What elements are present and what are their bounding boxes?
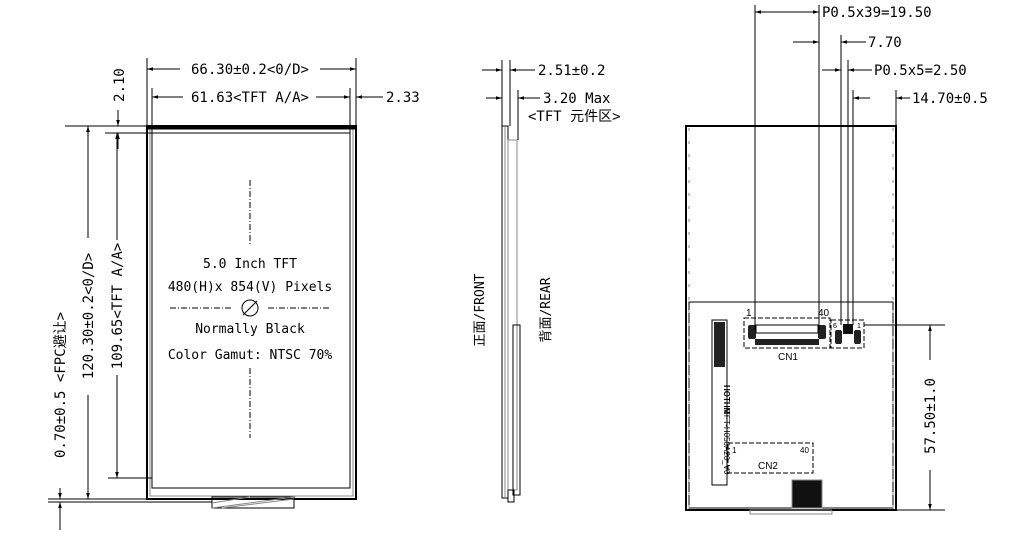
- dim-max-note: <TFT 元件区>: [528, 109, 621, 125]
- cn1-pin-last: 40: [818, 308, 830, 319]
- dim-outline-width: 66.30±0.2<0/D>: [191, 62, 309, 78]
- pcb-board: [688, 301, 894, 509]
- front-view: 5.0 Inch TFT 480(H)x 854(V) Pixels Norma…: [48, 58, 420, 530]
- dim-outline-height: 120.30±0.2<0/D>: [81, 253, 97, 379]
- cn2-pin-first: 1: [732, 446, 737, 455]
- rear-label: 背面/REAR: [539, 277, 554, 342]
- dim-fpc-clearance: 0.70±0.5 <FPC避让>: [53, 312, 69, 458]
- cn1-pin-first: 1: [746, 308, 752, 319]
- side-view: 2.51±0.2 3.20 Max <TFT 元件区> 正面/FRONT 背面/…: [473, 60, 621, 503]
- cn2-connector: 1 40 CN2: [727, 442, 814, 474]
- spec-size: 5.0 Inch TFT: [203, 257, 297, 272]
- dim-right-offset: 14.70±0.5: [912, 91, 988, 107]
- cn1-label: CN1: [778, 352, 798, 363]
- cn2-pin-last: 40: [800, 446, 809, 455]
- dim-thickness: 2.51±0.2: [538, 63, 605, 79]
- dim-right-margin: 2.33: [386, 90, 420, 106]
- panel-outline: [146, 125, 357, 500]
- dim-cn1-pitch: P0.5x39=19.50: [822, 5, 932, 21]
- small-connector: 6 1: [830, 319, 865, 349]
- center-mark: [170, 180, 330, 438]
- front-label: 正面/FRONT: [473, 273, 488, 346]
- spec-gamut: Color Gamut: NTSC 70%: [168, 348, 333, 363]
- dim-offset-770: 7.70: [868, 35, 902, 51]
- small-conn-pin-last: 1: [857, 323, 861, 330]
- model-label: TFT-H050A26_V0: [722, 410, 731, 475]
- brand-label: HOTHM: [722, 385, 731, 415]
- cn1-connector: 1 40 CN1: [743, 308, 831, 363]
- dim-top-margin: 2.10: [112, 68, 128, 102]
- dim-pcb-height: 57.50±1.0: [923, 378, 939, 454]
- spec-resolution: 480(H)x 854(V) Pixels: [168, 280, 332, 295]
- spec-mode: Normally Black: [195, 322, 305, 337]
- dim-active-height: 109.65<TFT A/A>: [110, 243, 126, 369]
- cn2-label: CN2: [758, 461, 778, 472]
- dim-active-width: 61.63<TFT A/A>: [191, 90, 309, 106]
- rear-view: 1 40 CN1 6 1 HOTHM TFT-H050A26_V0 1 40 C…: [685, 5, 988, 515]
- active-area: [151, 132, 351, 489]
- small-conn-pin-first: 6: [833, 323, 837, 330]
- dim-max-thickness: 3.20 Max: [543, 91, 610, 107]
- ic-chip: [791, 479, 823, 509]
- dim-small-pitch: P0.5x5=2.50: [874, 63, 967, 79]
